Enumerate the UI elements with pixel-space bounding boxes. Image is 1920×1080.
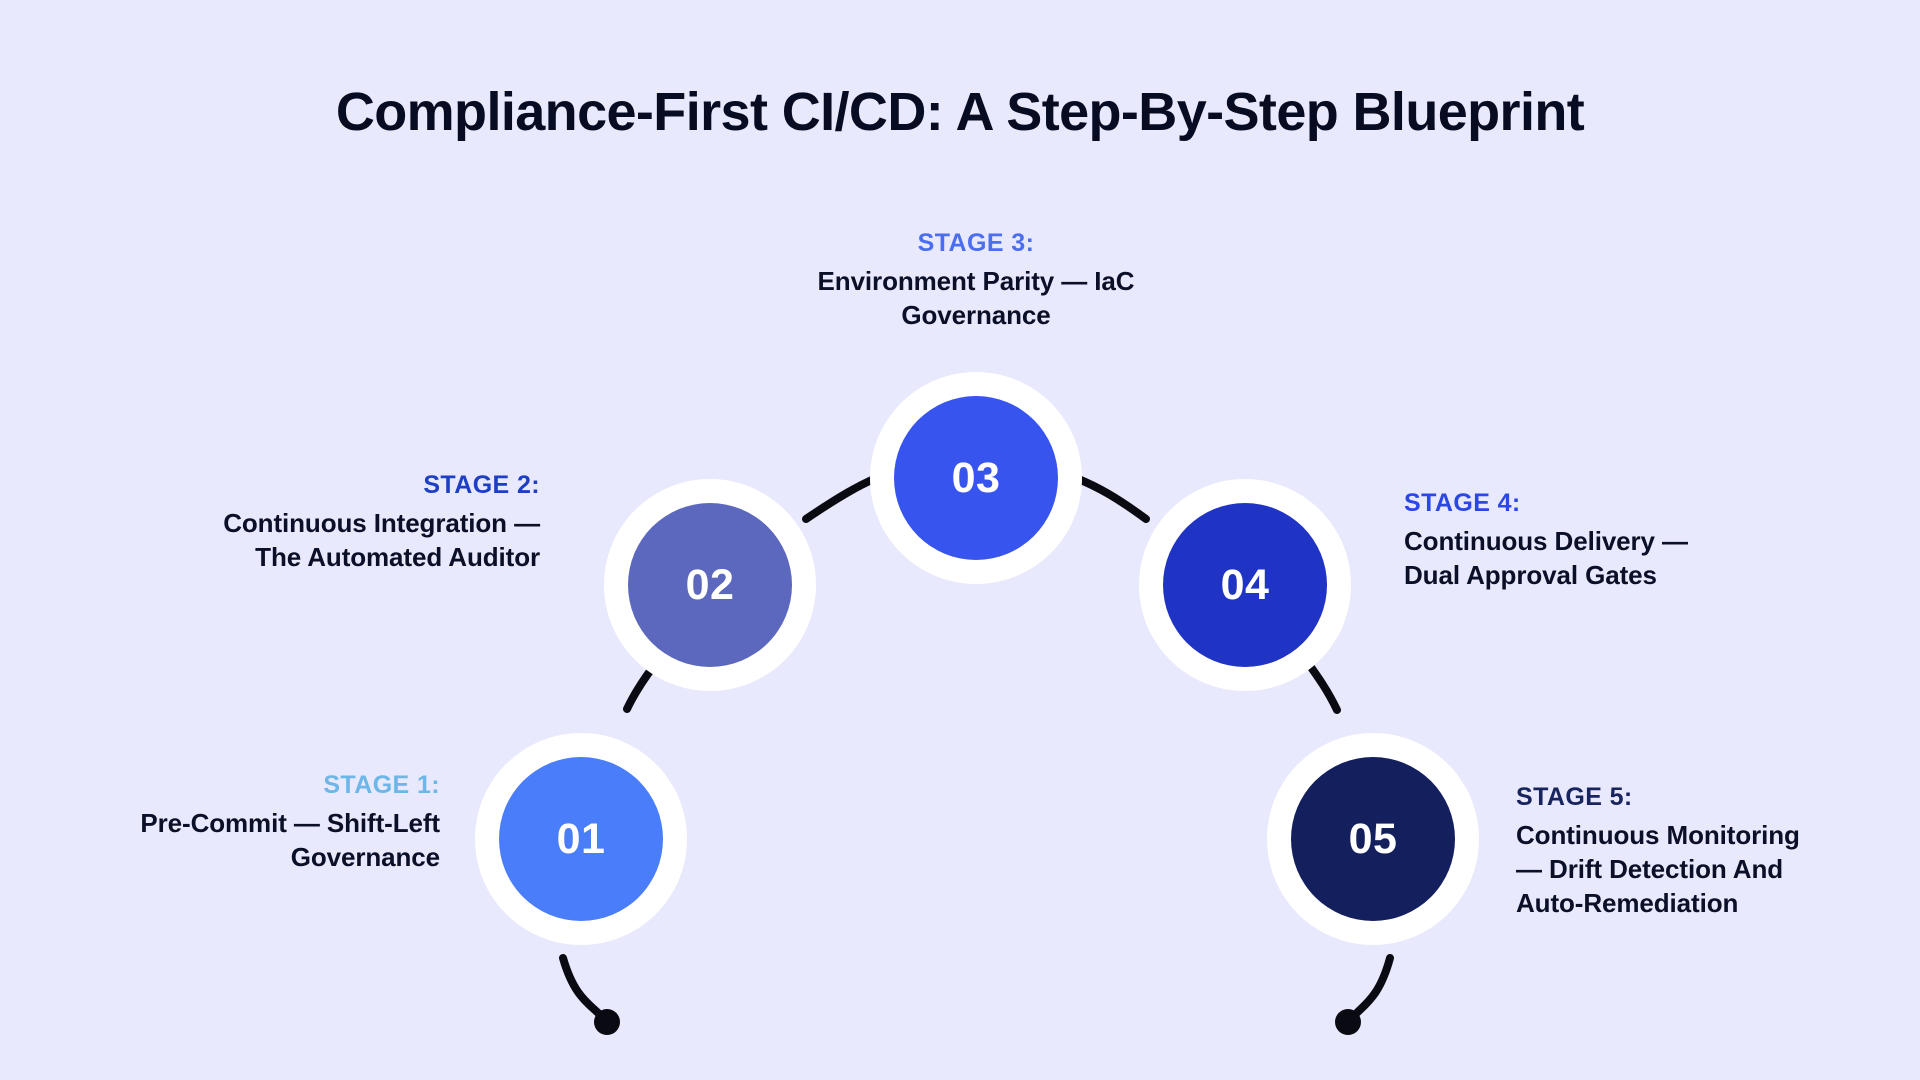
stage-description-04-line-2: Dual Approval Gates xyxy=(1404,559,1657,590)
stage-number-04: 04 xyxy=(1220,560,1270,609)
stage-label-block-04: STAGE 4: Continuous Delivery — Dual Appr… xyxy=(1404,488,1864,592)
connector-03-04 xyxy=(1072,474,1150,523)
stage-number-02: 02 xyxy=(685,560,735,609)
connector-02-03 xyxy=(802,474,880,523)
stage-description-01-line-2: Governance xyxy=(290,841,440,872)
stage-description-02: Continuous Integration — The Automated A… xyxy=(100,506,540,574)
stage-description-03-line-2: Governance xyxy=(901,299,1051,330)
connector-tail-end xyxy=(1348,954,1394,1022)
stage-description-04: Continuous Delivery — Dual Approval Gate… xyxy=(1404,524,1864,592)
stage-description-05-line-1: Continuous Monitoring xyxy=(1516,819,1800,850)
stage-number-03: 03 xyxy=(951,453,1001,502)
page-title: Compliance-First CI/CD: A Step-By-Step B… xyxy=(335,82,1585,143)
stage-description-03: Environment Parity — IaC Governance xyxy=(726,264,1226,332)
stage-node-03[interactable]: 03 xyxy=(870,372,1082,584)
stage-label-block-02: STAGE 2: Continuous Integration — The Au… xyxy=(100,470,540,574)
stage-description-04-line-1: Continuous Delivery — xyxy=(1404,525,1688,556)
stage-label-04: STAGE 4: xyxy=(1404,489,1521,517)
stage-number-01: 01 xyxy=(556,814,606,863)
stage-node-02-disc: 02 xyxy=(628,503,792,667)
stage-node-02[interactable]: 02 xyxy=(604,479,816,691)
stage-description-01-line-1: Pre-Commit — Shift-Left xyxy=(140,807,440,838)
connector-04-05 xyxy=(1304,659,1341,714)
stage-node-04[interactable]: 04 xyxy=(1139,479,1351,691)
stage-label-block-05: STAGE 5: Continuous Monitoring — Drift D… xyxy=(1516,782,1916,920)
stage-node-05[interactable]: 05 xyxy=(1267,733,1479,945)
stage-label-03: STAGE 3: xyxy=(917,229,1035,257)
stage-number-05: 05 xyxy=(1348,814,1398,863)
stage-label-block-03: STAGE 3: Environment Parity — IaC Govern… xyxy=(726,228,1226,332)
stage-node-03-disc: 03 xyxy=(894,396,1058,560)
stage-description-02-line-2: The Automated Auditor xyxy=(255,541,540,572)
stage-label-block-01: STAGE 1: Pre-Commit — Shift-Left Governa… xyxy=(20,770,440,874)
connector-tail-start xyxy=(559,954,607,1022)
stage-description-03-line-1: Environment Parity — IaC xyxy=(817,265,1135,296)
stage-description-05-line-3: Auto-Remediation xyxy=(1516,887,1739,918)
stage-node-01[interactable]: 01 xyxy=(475,733,687,945)
stage-description-02-line-1: Continuous Integration — xyxy=(223,507,540,538)
stage-node-01-disc: 01 xyxy=(499,757,663,921)
stage-node-05-disc: 05 xyxy=(1291,757,1455,921)
stage-description-05-line-2: — Drift Detection And xyxy=(1516,853,1784,884)
terminal-dot-end xyxy=(1335,1009,1361,1035)
stage-node-04-disc: 04 xyxy=(1163,503,1327,667)
terminal-dot-start xyxy=(594,1009,620,1035)
stage-description-01: Pre-Commit — Shift-Left Governance xyxy=(20,806,440,874)
stage-label-02: STAGE 2: xyxy=(423,471,540,499)
stage-label-05: STAGE 5: xyxy=(1516,783,1633,811)
stage-label-01: STAGE 1: xyxy=(323,771,440,799)
stage-description-05: Continuous Monitoring — Drift Detection … xyxy=(1516,818,1916,920)
